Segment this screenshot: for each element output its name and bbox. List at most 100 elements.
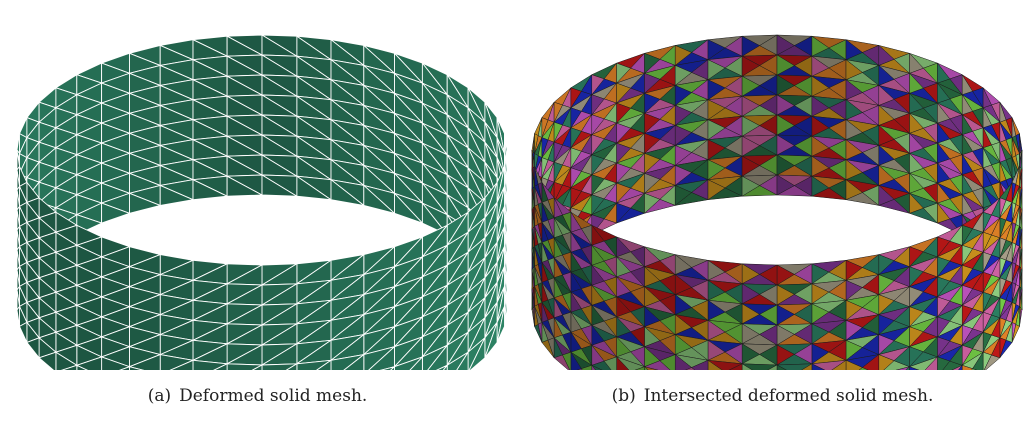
mesh-element: [923, 236, 938, 258]
mesh-element: [581, 245, 593, 266]
mesh-element: [707, 119, 726, 140]
mesh-element: [1005, 262, 1013, 283]
mesh-element: [858, 367, 869, 370]
mesh-element: [541, 117, 549, 138]
mesh-element: [972, 211, 984, 233]
mesh-element: [759, 264, 778, 286]
mesh-element: [909, 133, 924, 154]
mesh-element: [991, 217, 1001, 239]
mesh-element: [547, 297, 555, 319]
mesh-element: [591, 365, 596, 370]
mesh-element: [591, 174, 605, 195]
mesh-element: [972, 351, 984, 370]
mesh-element: [537, 322, 543, 343]
mesh-element: [213, 363, 228, 370]
mesh-element: [553, 181, 563, 203]
mesh-element: [707, 79, 726, 100]
mesh-element: [937, 142, 951, 164]
mesh-element: [603, 256, 617, 278]
mesh-element: [562, 351, 572, 370]
mesh-element: [1005, 222, 1013, 243]
mesh-element: [862, 294, 880, 315]
mesh-element: [674, 85, 692, 106]
mesh-element: [741, 35, 760, 57]
mesh-element: [972, 251, 984, 273]
mesh-element: [811, 55, 830, 77]
caption-a-tag: (a): [147, 386, 172, 406]
mesh-element: [251, 364, 263, 370]
mesh-element: [893, 346, 910, 367]
mesh-element: [570, 187, 582, 209]
mesh-element: [949, 345, 963, 366]
mesh-element: [616, 182, 631, 204]
mesh-element: [982, 107, 992, 129]
mesh-element: [591, 194, 605, 215]
mesh-element: [38, 351, 57, 370]
mesh-element: [923, 256, 938, 278]
mesh-element: [659, 314, 676, 335]
mesh-element: [630, 246, 645, 267]
subfigure-a: (a)Deformed solid mesh.: [16, 34, 508, 406]
mesh-element: [644, 133, 661, 154]
mesh-element: [1005, 242, 1013, 263]
mesh-element: [691, 340, 709, 361]
mesh-element: [644, 366, 659, 370]
mesh-element: [999, 121, 1007, 143]
mesh-element: [767, 364, 778, 370]
mesh-element: [776, 134, 795, 156]
mesh-element: [581, 265, 593, 286]
mesh-element: [368, 346, 395, 370]
mesh-element: [972, 231, 984, 253]
mesh-element: [616, 102, 631, 124]
mesh-element: [674, 105, 692, 126]
mesh-element: [591, 94, 605, 115]
mesh-element: [845, 39, 863, 60]
mesh-element: [724, 303, 743, 325]
mesh-element: [878, 185, 895, 206]
mesh-element: [532, 186, 535, 207]
mesh-element: [923, 336, 938, 358]
mesh-element: [603, 276, 617, 298]
mesh-element: [537, 202, 543, 223]
mesh-element: [776, 114, 795, 136]
mesh-element: [630, 326, 645, 347]
mesh-element: [1011, 157, 1017, 178]
mesh-element: [634, 366, 645, 370]
mesh-element: [878, 85, 895, 106]
mesh-element: [949, 225, 963, 246]
mesh-element: [909, 93, 924, 114]
mesh-element: [76, 356, 103, 370]
mesh-element: [741, 363, 753, 370]
mesh-element: [707, 99, 726, 120]
mesh-element: [905, 366, 910, 370]
mesh-element: [1020, 209, 1023, 231]
mesh-element: [811, 75, 830, 97]
mesh-element: [949, 325, 963, 346]
mesh-element: [741, 95, 760, 117]
mesh-element: [862, 334, 880, 355]
mesh-element: [794, 303, 813, 325]
mesh-element: [724, 263, 743, 285]
mesh-element: [616, 122, 631, 144]
mesh-element: [794, 323, 813, 345]
mesh-element: [591, 74, 605, 95]
mesh-element: [831, 360, 847, 370]
intersected-mesh-render: [531, 34, 1023, 370]
mesh-element: [991, 197, 1001, 219]
mesh-element: [616, 162, 631, 184]
mesh-element: [659, 354, 676, 370]
mesh-element: [1015, 286, 1020, 307]
mesh-element: [741, 175, 760, 197]
mesh-element: [553, 161, 563, 183]
mesh-element: [61, 364, 78, 370]
mesh-element: [537, 182, 543, 203]
mesh-element: [759, 324, 778, 346]
mesh-element: [937, 122, 951, 144]
mesh-element: [226, 175, 263, 197]
mesh-element: [776, 74, 795, 96]
mesh-element: [616, 82, 631, 104]
mesh-element: [999, 101, 1007, 123]
mesh-element: [972, 311, 984, 333]
mesh-element: [949, 245, 963, 266]
mesh-element: [923, 276, 938, 298]
